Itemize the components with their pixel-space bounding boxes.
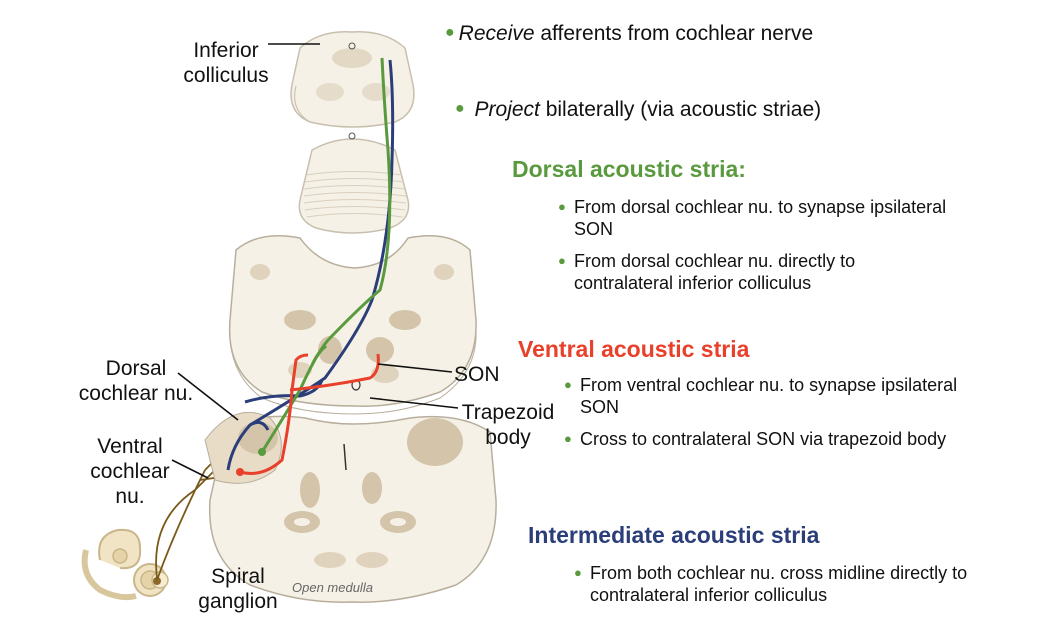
ventral-cochlear-label: Ventral cochlear nu. bbox=[88, 434, 172, 509]
project-emphasis: Project bbox=[474, 98, 540, 121]
label-line: colliculus bbox=[183, 64, 269, 87]
inferior-colliculus-label: Inferior colliculus bbox=[180, 38, 272, 88]
son-label: SON bbox=[454, 363, 500, 386]
intermediate-item-text: From both cochlear nu. cross midline dir… bbox=[590, 563, 968, 605]
label-line: Ventral bbox=[97, 435, 163, 458]
trapezoid-body-label: Trapezoid body bbox=[456, 400, 560, 450]
intermediate-stria-heading: Intermediate acoustic stria bbox=[528, 522, 820, 548]
intermediate-item-1: ● From both cochlear nu. cross midline di… bbox=[574, 562, 990, 606]
label-line: nu. bbox=[115, 485, 145, 508]
bullet-dot-icon: ● bbox=[455, 100, 465, 117]
ventral-item-text: Cross to contralateral SON via trapezoid… bbox=[580, 429, 947, 449]
dorsal-stria-heading: Dorsal acoustic stria: bbox=[512, 156, 746, 182]
label-line: Spiral bbox=[211, 565, 265, 588]
pons-son-section bbox=[228, 235, 477, 415]
bullet-dot-icon: ● bbox=[445, 24, 455, 41]
ventral-stria-heading: Ventral acoustic stria bbox=[518, 336, 750, 362]
receive-text: afferents from cochlear nerve bbox=[534, 22, 814, 45]
label-line: cochlear bbox=[90, 460, 170, 483]
receive-bullet: ●Receive afferents from cochlear nerve bbox=[445, 20, 813, 47]
label-line: ganglion bbox=[198, 590, 278, 613]
bullet-dot-icon: ● bbox=[558, 199, 566, 214]
project-bullet: ● Project bilaterally (via acoustic stri… bbox=[455, 96, 821, 123]
open-medulla-caption: Open medulla bbox=[292, 580, 373, 595]
project-text: bilaterally (via acoustic striae) bbox=[539, 98, 822, 121]
bullet-dot-icon: ● bbox=[564, 431, 572, 446]
spiral-ganglion-label: Spiral ganglion bbox=[196, 564, 280, 614]
dorsal-item-1: ● From dorsal cochlear nu. to synapse ips… bbox=[558, 196, 954, 240]
label-line: body bbox=[485, 426, 531, 449]
ventral-item-2: ● Cross to contralateral SON via trapezoi… bbox=[564, 428, 950, 450]
bullet-dot-icon: ● bbox=[574, 565, 582, 580]
label-line: Dorsal bbox=[105, 357, 167, 380]
dorsal-stria-pathway bbox=[260, 57, 392, 453]
cochlea-icon bbox=[81, 528, 169, 601]
ventral-stria-pathway bbox=[239, 353, 309, 475]
label-line: Inferior bbox=[193, 39, 259, 62]
label-line: cochlear nu. bbox=[78, 382, 194, 405]
label-line: Trapezoid bbox=[461, 401, 555, 424]
dorsal-item-text: From dorsal cochlear nu. to synapse ipsi… bbox=[574, 197, 947, 239]
bullet-dot-icon: ● bbox=[558, 253, 566, 268]
label-pointer-lines bbox=[171, 43, 459, 479]
dorsal-item-text: From dorsal cochlear nu. directly to con… bbox=[574, 251, 856, 293]
dorsal-cochlear-label: Dorsal cochlear nu. bbox=[72, 356, 200, 406]
bullet-dot-icon: ● bbox=[564, 377, 572, 392]
inferior-colliculus-section bbox=[290, 31, 415, 128]
ventral-item-1: ● From ventral cochlear nu. to synapse ip… bbox=[564, 374, 960, 418]
receive-emphasis: Receive bbox=[458, 22, 535, 45]
dorsal-item-2: ● From dorsal cochlear nu. directly to co… bbox=[558, 250, 954, 294]
ventral-item-text: From ventral cochlear nu. to synapse ips… bbox=[580, 375, 958, 417]
